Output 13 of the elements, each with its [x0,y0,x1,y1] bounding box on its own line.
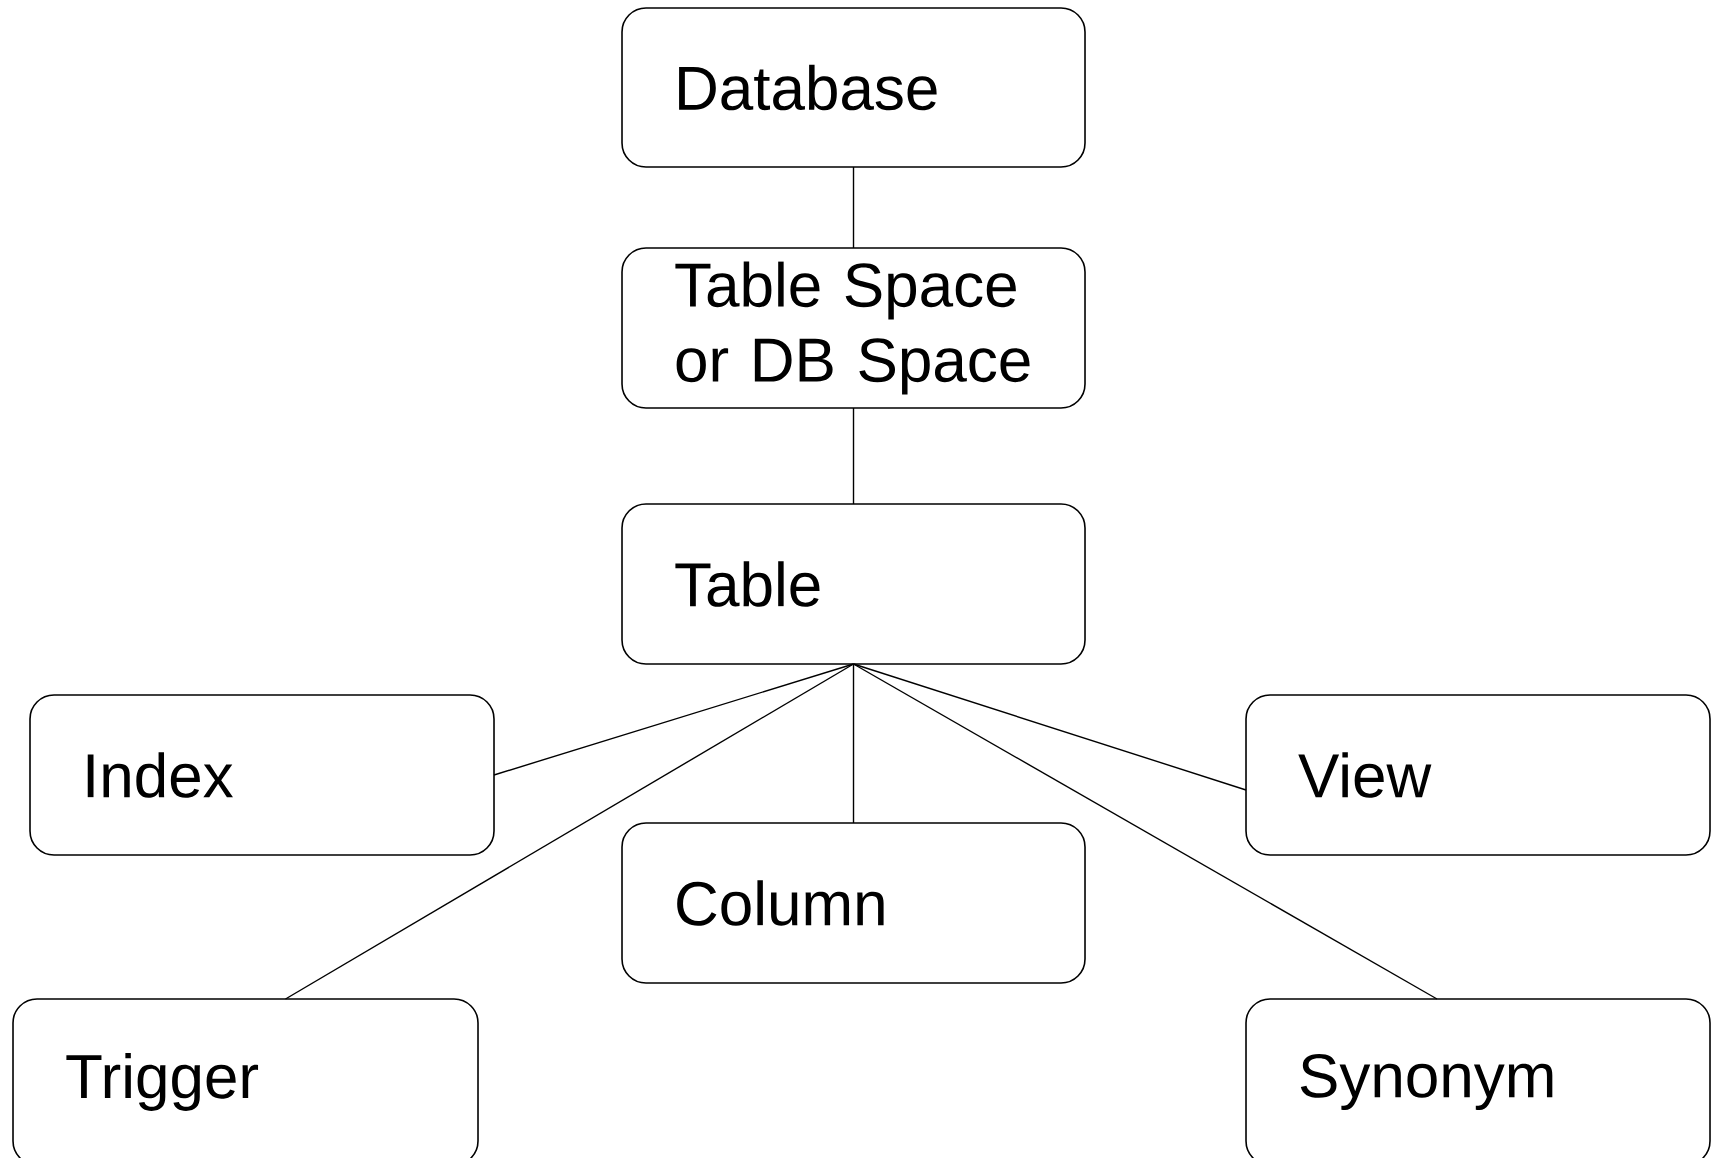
box: Table Space or DB Space [621,247,1086,409]
box: Column [621,822,1086,984]
box: Database [621,7,1086,168]
box: View [1245,694,1711,856]
box: Index [29,694,495,856]
connector-line [852,663,855,824]
connector-line [852,166,855,249]
connector-line [852,663,1438,1000]
box: Trigger [12,998,479,1158]
connector-line [852,407,855,505]
connector-line [284,663,855,1000]
box: Table [621,503,1086,665]
box: Synonym [1245,998,1711,1158]
